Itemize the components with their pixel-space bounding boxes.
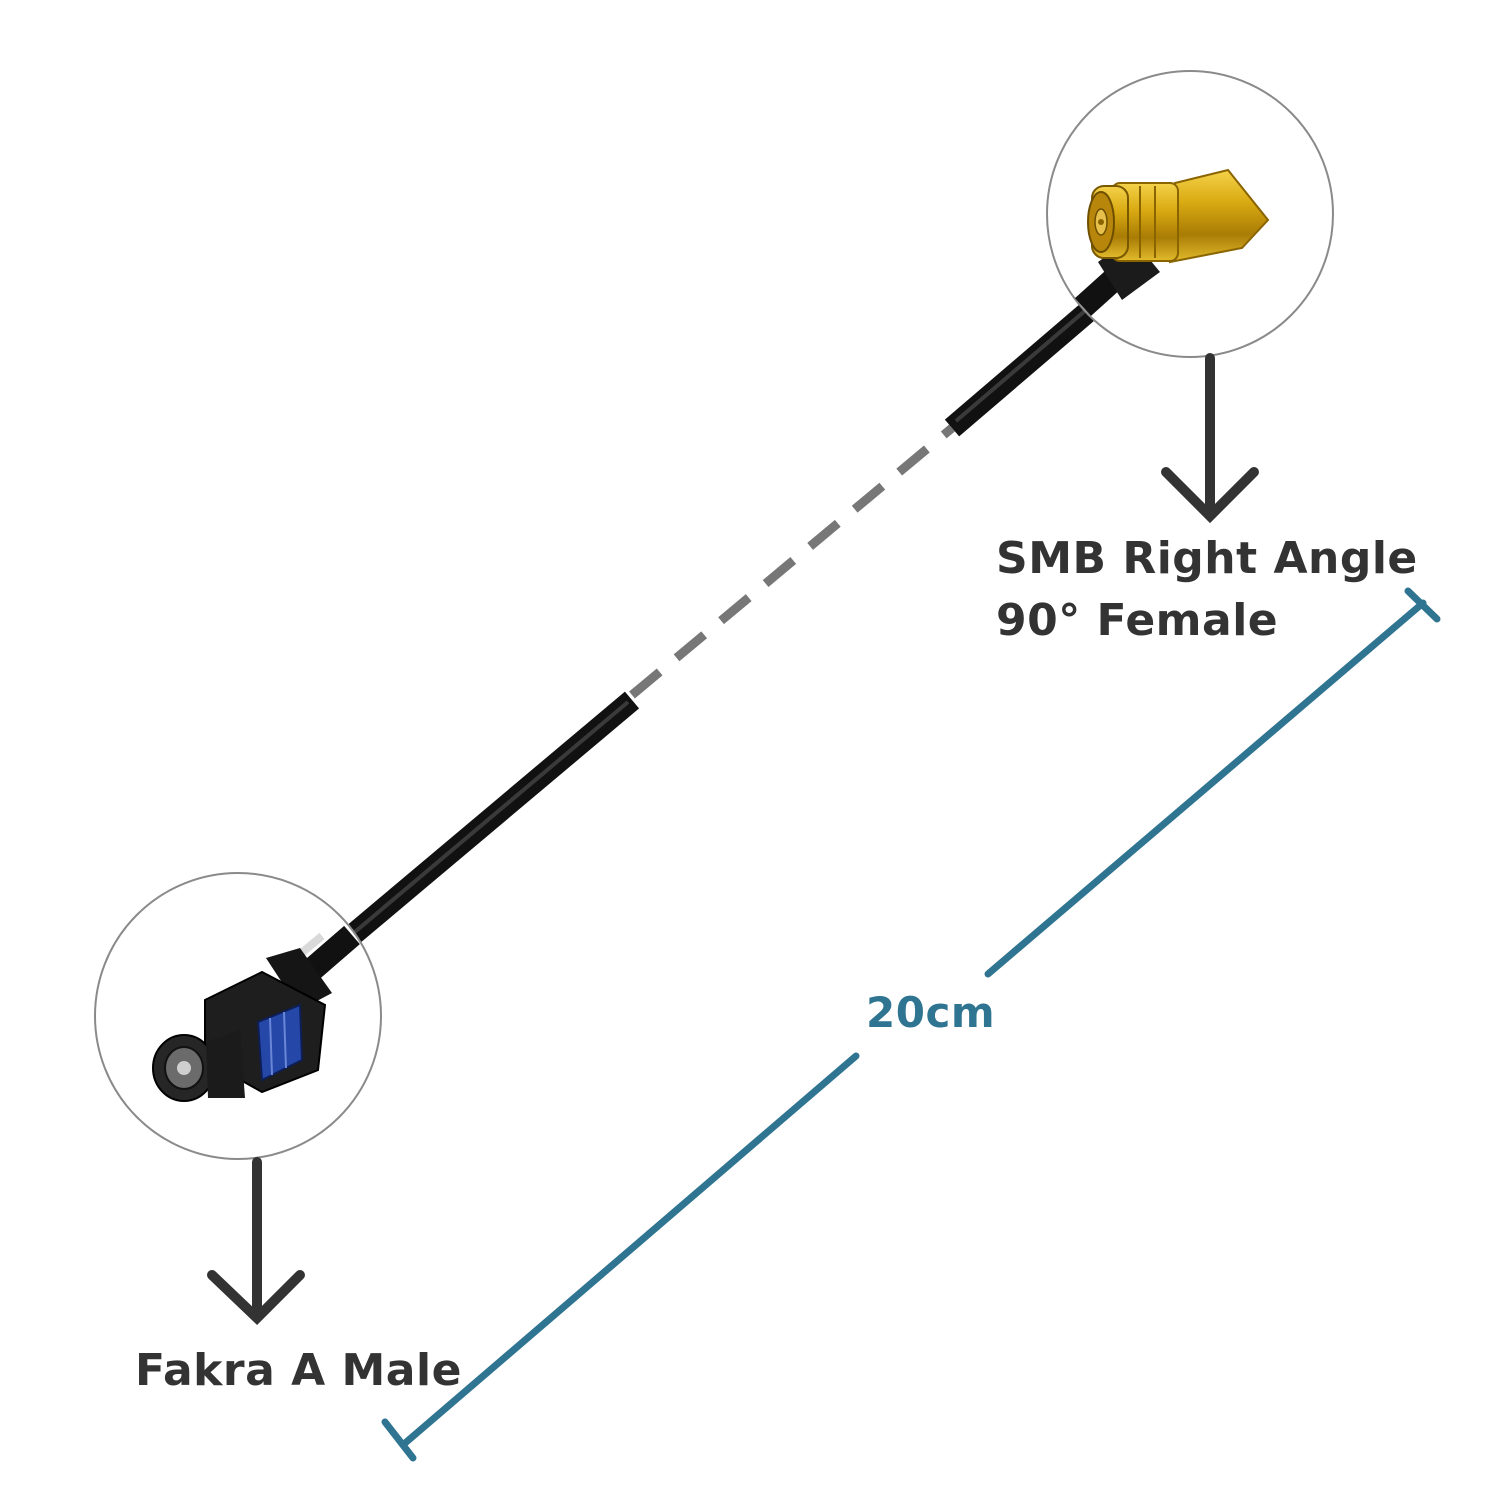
smb-right-angle-connector-icon xyxy=(1087,168,1270,264)
fakra-detail-circle xyxy=(94,872,382,1160)
fakra-male-connector-icon xyxy=(152,948,332,1102)
smb-detail-circle xyxy=(1046,70,1334,358)
cable-upper-segment xyxy=(944,288,1113,437)
smb-connector-label: SMB Right Angle 90° Female xyxy=(996,528,1418,652)
smb-label-line1: SMB Right Angle xyxy=(996,533,1418,584)
down-arrow-icon xyxy=(207,1157,305,1325)
down-arrow-icon xyxy=(1161,353,1259,524)
smb-label-line2: 90° Female xyxy=(996,595,1279,646)
cable-length-label: 20cm xyxy=(866,988,996,1037)
cable-dashed-section xyxy=(629,424,955,699)
fakra-connector-label: Fakra A Male xyxy=(135,1345,462,1396)
cable-lower-segment xyxy=(297,691,640,984)
dimension-line xyxy=(381,587,1441,1462)
